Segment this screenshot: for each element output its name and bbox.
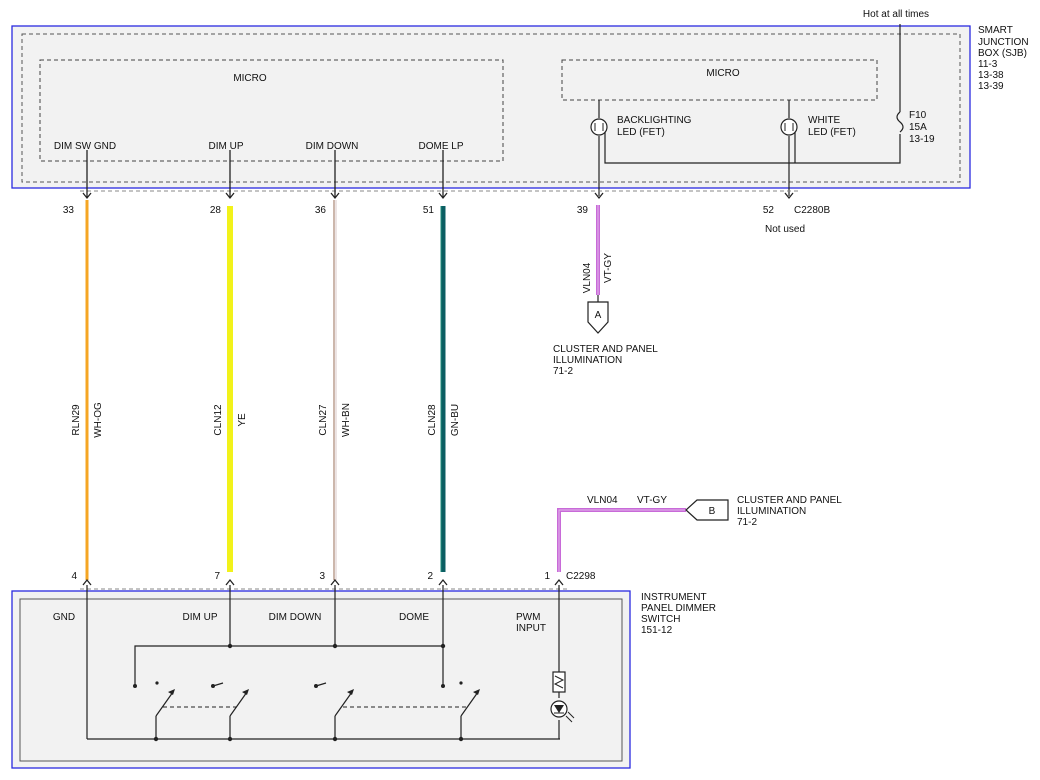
white-led-icon bbox=[780, 118, 798, 136]
not-used-label: Not used bbox=[765, 224, 805, 235]
pin-label-dim-up: DIM UP bbox=[209, 141, 244, 152]
color-code-vt-gy-bottom: VT-GY bbox=[637, 495, 667, 506]
wire-vln04-bottom bbox=[557, 508, 686, 572]
dimmer-gnd-label: GND bbox=[53, 612, 75, 623]
hot-at-all-times-label: Hot at all times bbox=[863, 9, 929, 20]
dimmer-dim-down-label: DIM DOWN bbox=[269, 612, 322, 623]
color-code-vt-gy-top: VT-GY bbox=[603, 253, 614, 283]
pin-number-bottom-rln29: 4 bbox=[71, 571, 77, 582]
circuit-label-vln04-bottom: VLN04 bbox=[587, 495, 618, 506]
pin-number-bottom-cln28: 2 bbox=[427, 571, 433, 582]
pin-label-dim-down: DIM DOWN bbox=[306, 141, 359, 152]
wire-cln27 bbox=[333, 150, 337, 580]
micro-right-label: MICRO bbox=[706, 68, 740, 79]
connector-c2298-label: C2298 bbox=[566, 571, 596, 582]
sjb-connector-chevrons bbox=[82, 192, 794, 200]
pin-number-top-vln04: 39 bbox=[577, 205, 589, 216]
pin-number-bottom-cln27: 3 bbox=[319, 571, 325, 582]
pwm-led-icon bbox=[550, 700, 575, 723]
pin-number-top-cln28: 51 bbox=[423, 205, 435, 216]
pin-number-top-rln29: 33 bbox=[63, 205, 75, 216]
pin-number-top-cln27: 36 bbox=[315, 205, 327, 216]
reference-a-label: CLUSTER AND PANEL ILLUMINATION 71-2 bbox=[553, 344, 660, 377]
color-code-ye: YE bbox=[237, 413, 248, 427]
fuse-f10-label: F10 15A 13-19 bbox=[909, 110, 935, 145]
backlighting-led-icon bbox=[590, 118, 608, 136]
reference-b-letter: B bbox=[709, 506, 716, 517]
connector-c2280b-label: C2280B bbox=[794, 205, 830, 216]
circuit-label-cln28: CLN28 bbox=[427, 404, 438, 436]
switch-arrow-icons bbox=[168, 689, 480, 695]
dimmer-connector-chevrons bbox=[82, 578, 564, 586]
pwm-resistor-icon bbox=[552, 671, 566, 698]
switch-contact-dots bbox=[133, 643, 464, 742]
pin-label-dim-sw-gnd: DIM SW GND bbox=[54, 141, 116, 152]
backlighting-led-label: BACKLIGHTING LED (FET) bbox=[617, 115, 694, 138]
dimmer-internal-wiring bbox=[86, 585, 560, 740]
pin-number-bottom-vln04: 1 bbox=[544, 571, 550, 582]
reference-a-letter: A bbox=[595, 310, 602, 321]
dimmer-dim-up-label: DIM UP bbox=[183, 612, 218, 623]
dimmer-switch-label: INSTRUMENT PANEL DIMMER SWITCH 151-12 bbox=[641, 592, 719, 636]
reference-a-icon bbox=[587, 301, 609, 334]
color-code-wh-bn: WH-BN bbox=[341, 403, 352, 437]
circuit-label-cln27: CLN27 bbox=[318, 404, 329, 436]
wire-cln28 bbox=[440, 150, 446, 572]
pin-number-c2280b: 52 bbox=[763, 205, 775, 216]
color-code-gn-bu: GN-BU bbox=[450, 404, 461, 436]
pin-label-dome-lp: DOME LP bbox=[418, 141, 463, 152]
pin-number-top-cln12: 28 bbox=[210, 205, 222, 216]
dimmer-dome-label: DOME bbox=[399, 612, 429, 623]
dimmer-pwm-input-label: PWM INPUT bbox=[516, 612, 546, 634]
smart-junction-box bbox=[11, 25, 971, 189]
pin-number-bottom-cln12: 7 bbox=[214, 571, 220, 582]
circuit-label-rln29: RLN29 bbox=[71, 404, 82, 436]
white-led-label: WHITE LED (FET) bbox=[808, 115, 856, 138]
circuit-label-cln12: CLN12 bbox=[213, 404, 224, 436]
sjb-label: SMART JUNCTION BOX (SJB) 11-3 13-38 13-3… bbox=[978, 25, 1031, 92]
led-circuit-lines bbox=[598, 24, 904, 196]
micro-left-label: MICRO bbox=[233, 73, 267, 84]
circuit-label-vln04-top: VLN04 bbox=[582, 262, 593, 293]
color-code-wh-og: WH-OG bbox=[93, 402, 104, 438]
reference-b-label: CLUSTER AND PANEL ILLUMINATION 71-2 bbox=[737, 495, 844, 528]
reference-b-icon bbox=[685, 499, 729, 521]
